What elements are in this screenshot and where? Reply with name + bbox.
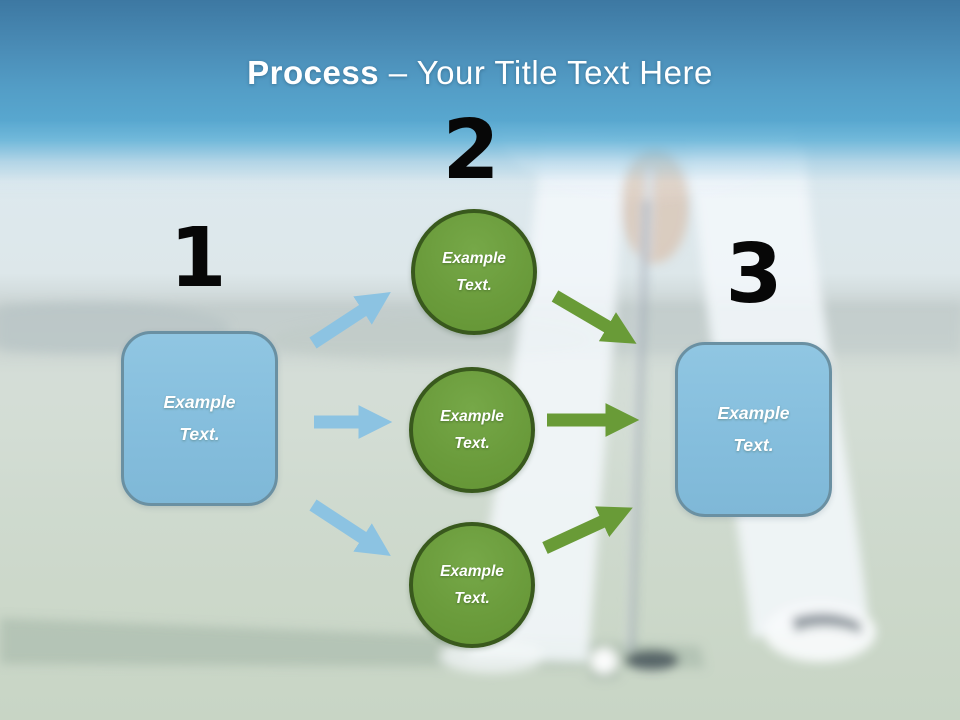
step2-circle-3-label: Example Text.: [440, 562, 504, 607]
step2-number: 2: [442, 103, 500, 198]
step1-box: Example Text.: [121, 331, 278, 506]
golfer-hands: [621, 147, 689, 263]
step3-box-label: Example Text.: [717, 403, 790, 455]
blue-arrow-down-icon: [309, 499, 391, 556]
title-rest: – Your Title Text Here: [388, 54, 713, 91]
title-emphasis: Process: [247, 54, 380, 91]
slide-title: Process – Your Title Text Here: [0, 54, 960, 92]
green-arrow-up-icon: [542, 506, 633, 554]
step2-circle-1: Example Text.: [411, 209, 537, 335]
step2-circle-2: Example Text.: [409, 367, 535, 493]
step2-circle-2-label: Example Text.: [440, 407, 504, 452]
ground-shadow: [0, 618, 705, 668]
green-arrow-down-icon: [551, 290, 637, 344]
shoe-strap: [792, 612, 862, 634]
step3-box: Example Text.: [675, 342, 832, 517]
step2-circle-3: Example Text.: [409, 522, 535, 648]
blue-arrow-up-icon: [309, 292, 391, 349]
club-shaft: [629, 199, 648, 651]
step3-number: 3: [725, 227, 783, 322]
club-head: [625, 650, 679, 670]
step2-circle-1-label: Example Text.: [442, 249, 506, 294]
golfer-right-shoe: [764, 602, 876, 662]
step1-box-label: Example Text.: [163, 392, 236, 444]
club-grip: [642, 167, 654, 259]
golf-ball: [591, 648, 617, 674]
step1-number: 1: [169, 211, 227, 306]
